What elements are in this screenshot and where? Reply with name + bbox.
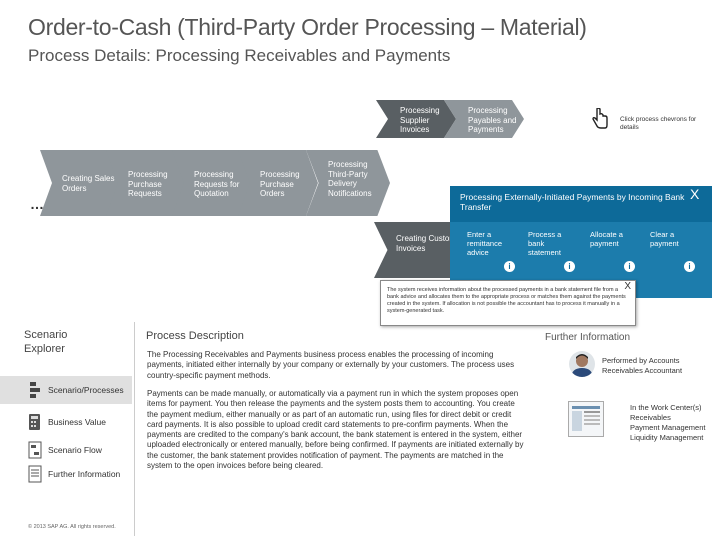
chevron-processing-purchase-requests[interactable]: Processing Purchase Requests [106,150,186,216]
chevron-creating-sales-orders[interactable]: Creating Sales Orders [40,150,120,216]
work-center-info: In the Work Center(s) Receivables Paymen… [630,403,720,443]
work-center-item[interactable]: Liquidity Management [630,433,704,442]
copyright: © 2013 SAP AG. All rights reserved. [28,524,116,530]
calculator-icon [28,413,42,431]
sidebar-item-further-information[interactable]: Further Information [0,460,132,488]
chevron-processing-payables[interactable]: Processing Payables and Payments [444,100,524,138]
chevron-label: Processing Purchase Requests [128,170,168,198]
description-paragraph-2: Payments can be made manually, or automa… [147,389,524,471]
section-title: Process Description [146,330,244,342]
close-icon[interactable]: X [690,186,700,202]
pointer-hand-icon [590,107,610,135]
tooltip-text: The system receives information about th… [387,287,626,314]
sidebar-item-business-value[interactable]: Business Value [0,408,132,436]
scenario-explorer-sidebar [0,320,132,540]
sidebar-item-scenario-flow[interactable]: Scenario Flow [0,436,132,464]
work-center-heading: In the Work Center(s) [630,403,702,412]
avatar [569,351,595,377]
sidebar-item-label: Further Information [48,469,121,479]
page-title: Order-to-Cash (Third-Party Order Process… [28,14,587,40]
sidebar-item-label: Business Value [48,417,106,427]
chevron-label: Processing Purchase Orders [260,170,300,198]
page-subtitle: Process Details: Processing Receivables … [28,46,451,65]
chevron-processing-purchase-orders[interactable]: Processing Purchase Orders [238,150,318,216]
work-center-item[interactable]: Receivables [630,413,671,422]
expanded-process-label: Processing Externally-Initiated Payments… [460,192,685,212]
info-icon[interactable]: i [684,261,695,272]
sidebar-title: Scenario Explorer [24,329,68,355]
sidebar-item-label: Scenario/Processes [48,385,124,395]
sidebar-item-scenario-processes[interactable]: Scenario/Processes [0,376,132,404]
info-page-icon [28,465,42,483]
chevron-label: Creating Customer Invoices [396,234,464,253]
info-tooltip: X The system receives information about … [380,280,636,326]
substep-allocate[interactable]: Allocate a payment [590,230,623,248]
flow-icon [28,441,42,459]
info-icon[interactable]: i [504,261,515,272]
expanded-process-band[interactable] [450,186,712,222]
sidebar-item-label: Scenario Flow [48,445,102,455]
description-paragraph-1: The Processing Receivables and Payments … [147,350,515,380]
substep-bank-statement[interactable]: Process a bank statement [528,230,562,257]
substep-clear[interactable]: Clear a payment [650,230,679,248]
chevron-label: Processing Third-Party Delivery Notifica… [328,160,372,198]
process-flow-icon [28,381,42,399]
chevron-third-party-delivery[interactable]: Processing Third-Party Delivery Notifica… [306,150,390,216]
chevron-label: Processing Requests for Quotation [194,170,240,198]
chevron-label: Processing Supplier Invoices [400,106,440,134]
more-indicator[interactable]: … [30,196,45,212]
further-info-heading: Further Information [545,332,631,343]
substep-remittance[interactable]: Enter a remittance advice [467,230,503,257]
info-icon[interactable]: i [564,261,575,272]
info-icon[interactable]: i [624,261,635,272]
chevron-processing-supplier-invoices[interactable]: Processing Supplier Invoices [376,100,456,138]
chevron-label: Processing Payables and Payments [468,106,517,134]
work-center-thumbnail [568,401,604,437]
performed-by: Performed by Accounts Receivables Accoun… [602,356,683,375]
hint-text: Click process chevrons for details [620,116,697,131]
chevron-label: Creating Sales Orders [62,174,115,193]
work-center-item[interactable]: Payment Management [630,423,706,432]
close-icon[interactable]: X [624,281,631,292]
chevron-creating-customer-invoices[interactable]: Creating Customer Invoices [374,222,464,278]
divider [134,322,135,536]
chevron-processing-rfq[interactable]: Processing Requests for Quotation [172,150,252,216]
